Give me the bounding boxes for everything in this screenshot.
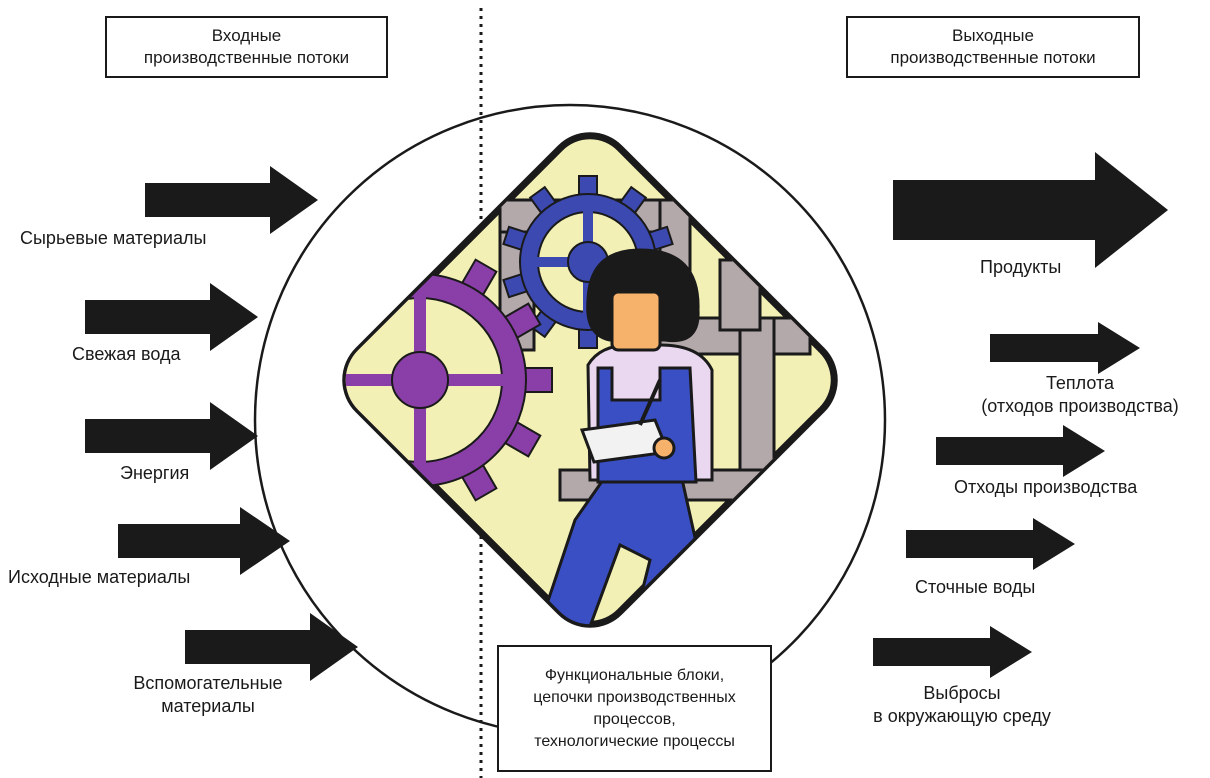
output-flows-header: Выходные производственные потоки (846, 16, 1140, 78)
output-label-emissions-line1: Выбросы (923, 683, 1001, 703)
output-arrow-products (893, 152, 1168, 268)
output-label-heat-line1: Теплота (1045, 373, 1115, 393)
input-label-fresh-water: Свежая вода (72, 344, 181, 364)
output-arrow-heat (990, 322, 1140, 374)
output-flows-header-line2: производственные потоки (890, 48, 1096, 67)
input-arrows (85, 166, 358, 681)
output-arrow-wastewater (906, 518, 1075, 570)
functional-blocks-line3: процессов, (593, 710, 676, 728)
output-label-emissions: Выбросы в окружающую среду (842, 682, 1082, 728)
functional-blocks-line1: Функциональные блоки, (544, 666, 725, 684)
functional-blocks-line4: технологические процессы (534, 732, 735, 750)
input-arrow-energy (85, 402, 258, 470)
input-arrow-raw-materials (145, 166, 318, 234)
input-flows-header-line1: Входные (211, 26, 282, 45)
output-label-heat: Теплота (отходов производства) (958, 372, 1202, 418)
output-flows-header-line1: Выходные (952, 26, 1034, 45)
input-flows-header: Входные производственные потоки (105, 16, 388, 78)
input-arrow-fresh-water (85, 283, 258, 351)
input-arrow-auxiliary-materials (185, 613, 358, 681)
output-arrow-production-waste (936, 425, 1105, 477)
functional-blocks-line2: цепочки производственных (533, 688, 736, 706)
input-flows-header-line2: производственные потоки (143, 48, 350, 67)
output-arrows (873, 152, 1168, 678)
output-label-heat-line2: (отходов производства) (981, 396, 1179, 416)
output-label-emissions-line2: в окружающую среду (873, 706, 1051, 726)
input-label-auxiliary-line2: материалы (161, 696, 255, 716)
functional-blocks-box: Функциональные блоки, цепочки производст… (497, 645, 772, 772)
output-arrow-emissions (873, 626, 1032, 678)
input-arrow-source-materials (118, 507, 290, 575)
factory-worker-with-gears-icon (328, 132, 838, 642)
input-label-auxiliary-line1: Вспомогательные (133, 673, 283, 693)
input-label-auxiliary-materials: Вспомогательные материалы (108, 672, 308, 718)
output-label-products: Продукты (980, 257, 1062, 277)
input-label-source-materials: Исходные материалы (8, 567, 191, 587)
output-label-production-waste: Отходы производства (954, 477, 1138, 497)
output-label-wastewater: Сточные воды (915, 577, 1036, 597)
input-label-energy: Энергия (120, 463, 190, 483)
input-label-raw-materials: Сырьевые материалы (20, 228, 207, 248)
